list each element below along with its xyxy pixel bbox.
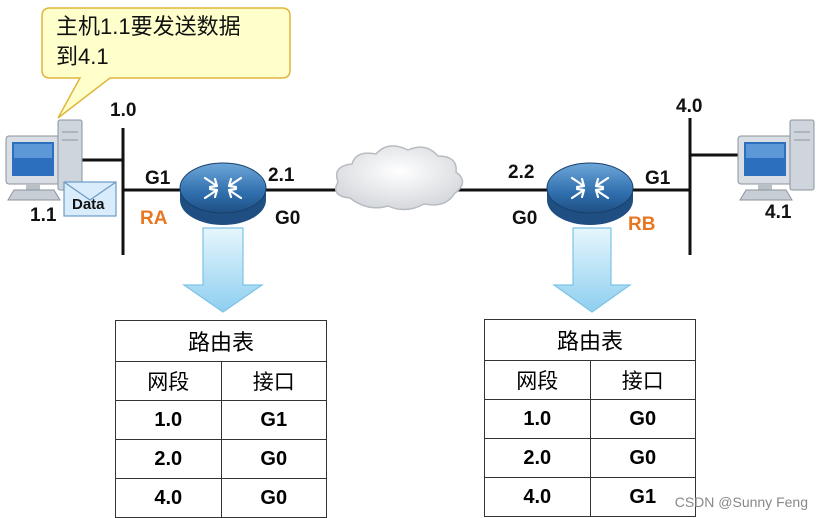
data-packet-label: Data: [72, 196, 105, 213]
router-ra-icon: [179, 162, 267, 225]
ra-row-3-segment: 4.0: [115, 478, 222, 518]
ra-table-header-interface: 接口: [220, 361, 327, 401]
data-packet-icon: [63, 181, 117, 217]
ra-g0-label: G0: [275, 208, 301, 229]
rb-row-2-segment: 2.0: [484, 438, 591, 478]
rb-g1-label: G1: [645, 168, 671, 189]
callout-bubble: [41, 7, 291, 119]
callout-text: 主机1.1要发送数据 到4.1: [44, 6, 284, 76]
router-rb-icon: [546, 162, 634, 225]
rb-g0-label: G0: [512, 208, 538, 229]
table-row: 4.0 G0: [115, 478, 327, 518]
ra-routing-table: 路由表 网段 接口 1.0 G1 2.0 G0 4.0 G0: [115, 320, 327, 518]
rb-ip-label: 2.2: [508, 162, 535, 183]
right-host-computer-icon: [737, 119, 815, 201]
right-host-label: 4.1: [765, 202, 792, 223]
rb-row-3-segment: 4.0: [484, 477, 591, 517]
ra-name-label: RA: [140, 208, 168, 229]
rb-table-arrow: [552, 227, 632, 313]
wan-cloud: [335, 145, 464, 211]
rb-routing-table: 路由表 网段 接口 1.0 G0 2.0 G0 4.0 G1: [484, 319, 696, 517]
watermark-text: CSDN @Sunny Feng: [674, 494, 808, 510]
callout-line-1: 主机1.1要发送数据: [56, 14, 241, 39]
rb-row-2-interface: G0: [589, 438, 696, 478]
ra-table-title: 路由表: [115, 320, 327, 362]
rb-row-3-interface: G1: [589, 477, 696, 517]
ra-table-header-segment: 网段: [115, 361, 222, 401]
rb-table-header-segment: 网段: [484, 360, 591, 400]
ra-row-2-segment: 2.0: [115, 439, 222, 479]
ra-row-1-interface: G1: [220, 400, 327, 440]
rb-table-header-interface: 接口: [589, 360, 696, 400]
ra-row-1-segment: 1.0: [115, 400, 222, 440]
rb-name-label: RB: [628, 214, 656, 235]
table-row: 2.0 G0: [115, 439, 327, 479]
table-row: 2.0 G0: [484, 438, 696, 478]
ra-ip-label: 2.1: [268, 165, 295, 186]
rb-table-title: 路由表: [484, 319, 696, 361]
rb-row-1-interface: G0: [589, 399, 696, 439]
rb-row-1-segment: 1.0: [484, 399, 591, 439]
ra-row-2-interface: G0: [220, 439, 327, 479]
table-row: 1.0 G1: [115, 400, 327, 440]
left-host-computer-icon: [5, 119, 83, 201]
ra-row-3-interface: G0: [220, 478, 327, 518]
callout-line-2: 到4.1: [56, 44, 109, 69]
table-row: 1.0 G0: [484, 399, 696, 439]
left-host-label: 1.1: [30, 205, 57, 226]
ra-g1-label: G1: [145, 168, 171, 189]
right-network-label: 4.0: [676, 96, 703, 117]
table-row: 4.0 G1: [484, 477, 696, 517]
left-network-label: 1.0: [110, 100, 137, 121]
ra-table-arrow: [182, 227, 264, 313]
